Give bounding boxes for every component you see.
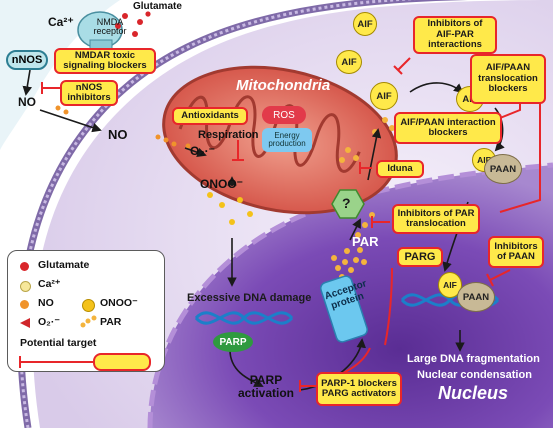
nucleus-label: Nucleus [438, 383, 509, 403]
legend-superoxide: O₂·⁻ [38, 316, 60, 328]
dna-damage-label: Excessive DNA damage [187, 292, 312, 304]
no-label-2: NO [108, 127, 128, 142]
legend-glutamate: Glutamate [38, 259, 90, 271]
legend-calcium: Ca²⁺ [38, 278, 61, 290]
antioxidants-target: Antioxidants [172, 107, 248, 125]
parp1-parg-target: PARP-1 blockers PARG activators [316, 372, 402, 406]
legend: Glutamate Ca²⁺ NO ONOO⁻ O₂·⁻ PAR Potenti… [7, 250, 165, 372]
aif-node-1: AIF [353, 12, 377, 36]
legend-onoo-swatch [82, 299, 95, 312]
glutamate-label: Glutamate [133, 1, 182, 12]
nmdar-blockers-target: NMDAR toxic signaling blockers [54, 48, 156, 74]
legend-glutamate-swatch [20, 262, 29, 271]
parg-activators-text: PARG activators [321, 388, 397, 399]
dna-fragmentation-label: Large DNA fragmentation [407, 353, 540, 365]
nmda-receptor-graphic [77, 11, 123, 55]
respiration-label: Respiration [198, 129, 259, 141]
superoxide-label: O₂·⁻ [190, 144, 215, 158]
paan-node-1: PAAN [484, 154, 522, 184]
onoo-dots [207, 192, 253, 225]
aif-par-inhibitors-target: Inhibitors of AIF-PAR interactions [413, 16, 497, 54]
legend-no-swatch [20, 300, 29, 309]
aif-node-2: AIF [336, 50, 362, 74]
legend-onoo: ONOO⁻ [100, 297, 138, 309]
dna-helix-left [194, 311, 294, 325]
nnos-node: nNOS [6, 50, 48, 70]
paan-node-2: PAAN [457, 282, 495, 312]
extracellular-space [0, 0, 120, 150]
no-label-1: NO [18, 95, 36, 109]
legend-potential-target: Potential target [20, 337, 97, 349]
legend-superoxide-swatch [20, 318, 30, 328]
acceptor-protein-shape [320, 275, 368, 343]
nmda-receptor-label: NMDA receptor [93, 17, 127, 37]
nnos-inhibitors-target: nNOS inhibitors [60, 80, 118, 106]
par-label: PAR [352, 234, 379, 249]
no-dots [55, 105, 191, 149]
aif-node-6: AIF [438, 272, 462, 298]
legend-par: PAR [100, 316, 122, 328]
legend-target-swatch [19, 353, 151, 371]
glutamate-dots [115, 11, 151, 37]
energy-production-label: Energy production [262, 128, 312, 152]
aif-paan-interaction-target: AIF/PAAN interaction blockers [394, 112, 502, 144]
mitochondria-label: Mitochondria [236, 77, 331, 94]
parp1-blockers-text: PARP-1 blockers [321, 377, 397, 389]
parg-target: PARG [397, 247, 443, 267]
unknown-factor-label: ? [342, 195, 351, 211]
paan-inhibitors-target: Inhibitors of PAAN [488, 236, 544, 268]
parp-activation-label: PARP activation [237, 373, 294, 400]
aif-node-3: AIF [370, 82, 398, 110]
unknown-factor-shape [331, 189, 365, 219]
legend-calcium-swatch [20, 281, 31, 292]
parp-node: PARP [213, 332, 253, 352]
par-translocation-target: Inhibitors of PAR translocation [392, 204, 480, 234]
calcium-label: Ca²⁺ [48, 15, 74, 29]
legend-par-swatch [80, 315, 97, 328]
peroxynitrite-label: ONOO⁻ [200, 177, 244, 191]
iduna-target: Iduna [376, 160, 424, 178]
nuclear-condensation-label: Nuclear condensation [417, 369, 532, 381]
ros-label: ROS [262, 106, 306, 124]
aif-paan-translocation-target: AIF/PAAN translocation blockers [470, 54, 546, 104]
legend-no: NO [38, 297, 54, 309]
